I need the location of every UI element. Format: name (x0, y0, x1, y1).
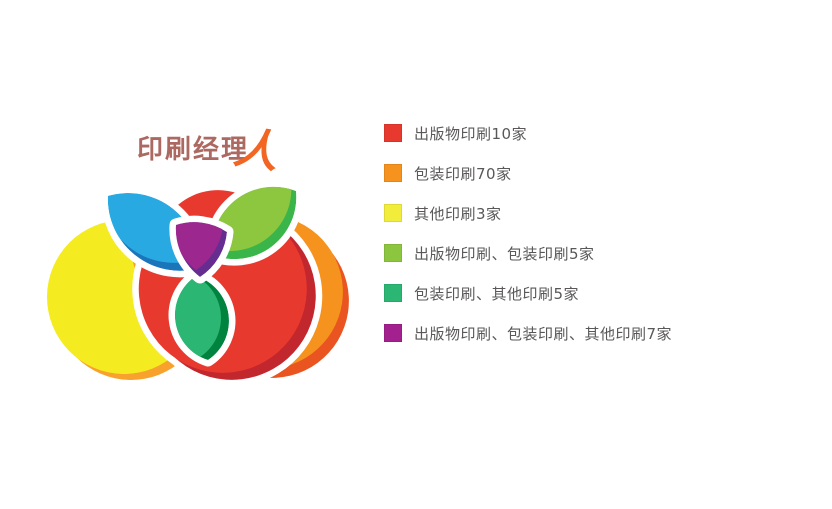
legend-item-packaging: 包装印刷70家 (384, 164, 672, 183)
legend-item-publication: 出版物印刷10家 (384, 124, 672, 143)
legend-item-all-three: 出版物印刷、包装印刷、其他印刷7家 (384, 324, 673, 343)
legend: 出版物印刷10家 包装印刷70家 其他印刷3家 出版物印刷、包装印刷5家 包装印… (384, 124, 672, 364)
legend-item-packaging-other: 包装印刷、其他印刷5家 (384, 284, 672, 303)
legend-label: 出版物印刷、包装印刷5家 (414, 244, 595, 263)
legend-swatch-yellow (384, 204, 402, 222)
legend-label: 包装印刷、其他印刷5家 (414, 284, 580, 303)
legend-item-publication-packaging: 出版物印刷、包装印刷5家 (384, 244, 672, 263)
watermark: 印刷经理 人 (137, 122, 282, 179)
watermark-text: 印刷经理 (137, 134, 249, 165)
legend-swatch-purple (384, 324, 402, 342)
legend-label: 出版物印刷、包装印刷、其他印刷7家 (414, 324, 673, 343)
legend-label: 其他印刷3家 (414, 204, 502, 223)
legend-swatch-red (384, 124, 402, 142)
legend-label: 包装印刷70家 (414, 164, 512, 183)
legend-swatch-emerald (384, 284, 402, 302)
watermark-brush-character: 人 (231, 122, 282, 179)
legend-label: 出版物印刷10家 (414, 124, 528, 143)
legend-swatch-green (384, 244, 402, 262)
legend-item-other: 其他印刷3家 (384, 204, 672, 223)
legend-swatch-orange (384, 164, 402, 182)
